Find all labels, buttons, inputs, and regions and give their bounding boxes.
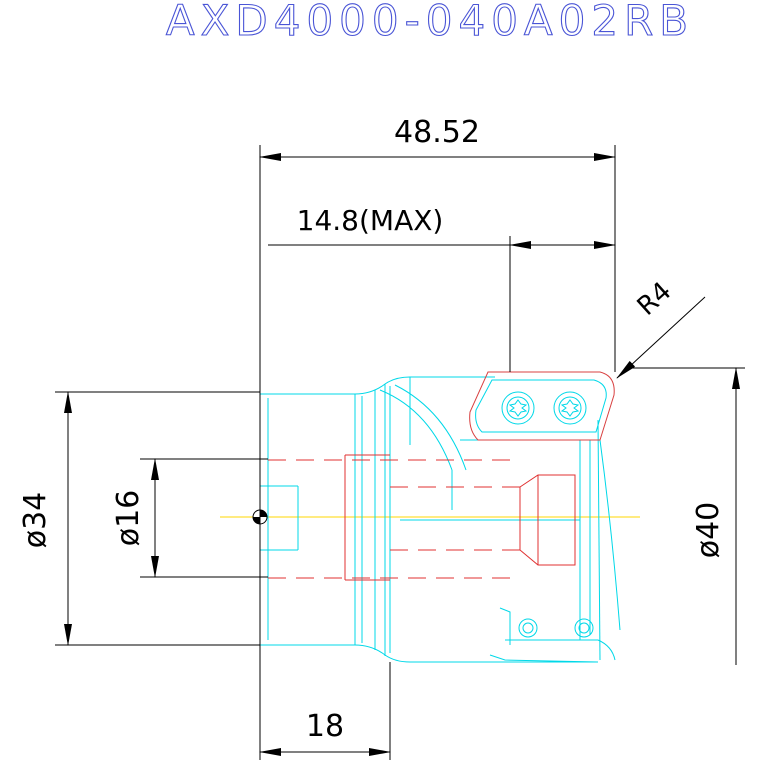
cutter-body bbox=[259, 376, 621, 663]
dim-bore-diameter: ø16 bbox=[111, 490, 146, 547]
dim-shank-length: 18 bbox=[306, 709, 344, 744]
dim-insert-reach: 14.8(MAX) bbox=[297, 204, 444, 237]
dimension-lines bbox=[55, 145, 745, 760]
drawing-title: AXD4000-040A02RB bbox=[166, 0, 694, 45]
dimension-labels: 48.52 14.8(MAX) R4 18 ø34 ø16 ø40 bbox=[18, 115, 726, 744]
cutting-insert bbox=[469, 371, 615, 441]
bore-outline bbox=[344, 454, 576, 581]
dim-cutting-diameter: ø40 bbox=[691, 502, 726, 559]
dim-shank-diameter: ø34 bbox=[18, 492, 53, 549]
screw-left bbox=[501, 391, 535, 425]
hidden-lines bbox=[268, 459, 520, 579]
dim-corner-radius: R4 bbox=[632, 276, 678, 321]
screw-right bbox=[553, 391, 587, 425]
dim-overall-length: 48.52 bbox=[394, 115, 480, 150]
